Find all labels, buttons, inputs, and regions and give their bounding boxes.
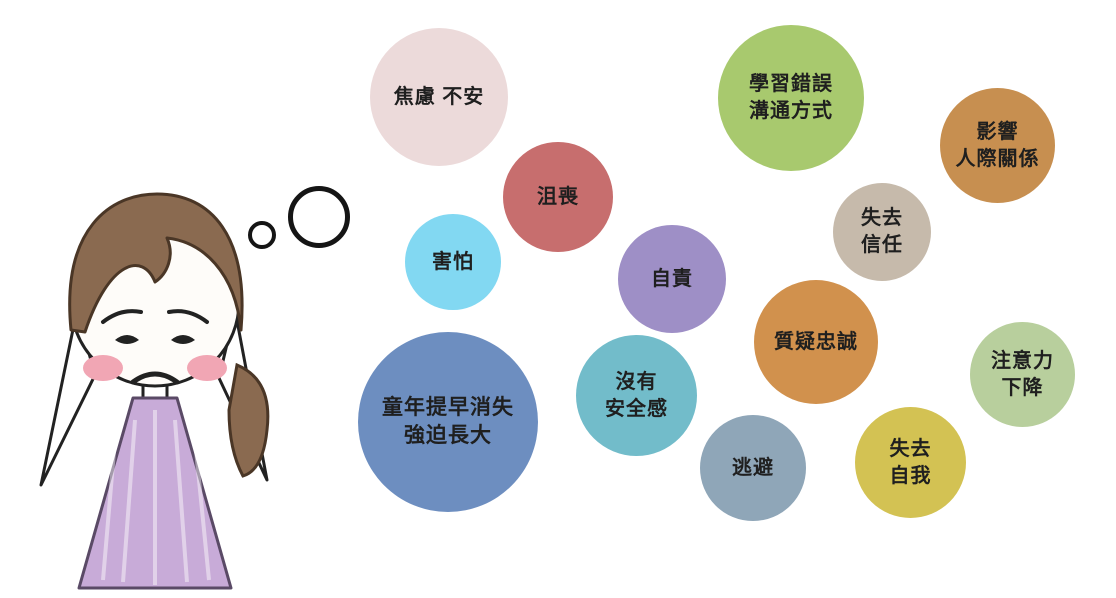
- bubble-attention-decline-label: 注意力 下降: [991, 349, 1054, 399]
- bubble-anxiety: 焦慮 不安: [370, 28, 508, 166]
- cheek-left: [83, 355, 123, 381]
- bubble-escape: 逃避: [700, 415, 806, 521]
- bubble-escape-label: 逃避: [732, 456, 774, 479]
- bubble-insecure-label: 沒有 安全感: [605, 370, 668, 420]
- bubble-lose-trust-label: 失去 信任: [861, 207, 903, 256]
- dress-scribbles: [101, 410, 211, 585]
- bubble-lose-trust: 失去 信任: [833, 183, 931, 281]
- bubble-wrong-communication: 學習錯誤 溝通方式: [718, 25, 864, 171]
- bubble-self-blame-label: 自責: [651, 267, 693, 290]
- dress: [77, 396, 233, 590]
- bubble-childhood-lost: 童年提早消失 強迫長大: [358, 332, 538, 512]
- sad-girl-svg: [39, 192, 270, 590]
- bubble-lose-self-label: 失去 自我: [889, 437, 932, 487]
- bubble-depressed: 沮喪: [503, 142, 613, 252]
- bubble-lose-self: 失去 自我: [855, 407, 966, 518]
- eye-left: [115, 335, 139, 344]
- eye-right: [171, 335, 195, 344]
- bubble-insecure: 沒有 安全感: [576, 335, 697, 456]
- bubble-attention-decline: 注意力 下降: [970, 322, 1075, 427]
- thought-bubble-small: [248, 221, 276, 249]
- bubble-wrong-communication-label: 學習錯誤 溝通方式: [749, 73, 833, 122]
- bubble-affect-relationships-label: 影響 人際關係: [955, 120, 1040, 170]
- hair: [68, 192, 244, 334]
- bubble-question-loyalty-label: 質疑忠誠: [774, 330, 858, 353]
- eyebrow-left: [101, 309, 143, 324]
- thought-bubble-large: [288, 186, 350, 248]
- bubble-fear: 害怕: [405, 214, 501, 310]
- bubble-anxiety-label: 焦慮 不安: [393, 85, 485, 108]
- bubble-depressed-label: 沮喪: [537, 185, 579, 208]
- neck: [141, 385, 169, 398]
- bubble-affect-relationships: 影響 人際關係: [940, 88, 1055, 203]
- sad-girl-illustration: [15, 180, 280, 598]
- cheek-right: [187, 355, 227, 381]
- mouth-frown: [130, 371, 180, 385]
- eyebrow-right: [167, 309, 209, 324]
- bubble-childhood-lost-label: 童年提早消失 強迫長大: [382, 395, 514, 447]
- bubble-fear-label: 害怕: [432, 250, 474, 273]
- bubble-self-blame: 自責: [618, 225, 726, 333]
- ponytail: [227, 362, 270, 478]
- bubble-question-loyalty: 質疑忠誠: [754, 280, 878, 404]
